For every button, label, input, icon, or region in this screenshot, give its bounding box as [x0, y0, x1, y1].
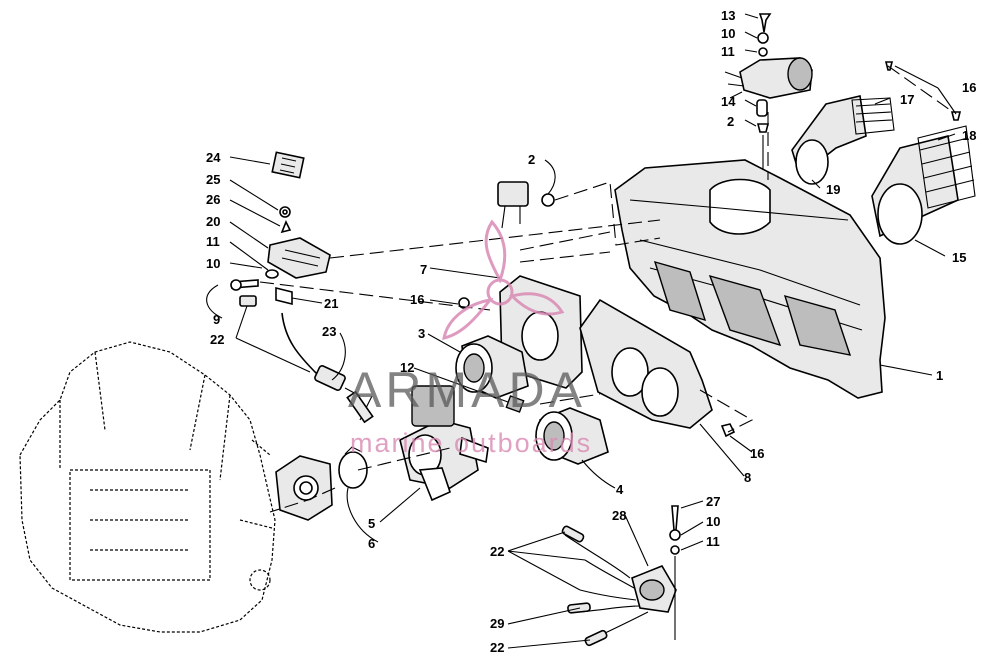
callout-9: 9 [213, 312, 220, 327]
callout-22: 22 [210, 332, 224, 347]
callout-1: 1 [936, 368, 943, 383]
callout-11c: 11 [706, 534, 720, 549]
fuel-hoses [561, 525, 649, 647]
callout-10: 10 [721, 26, 735, 41]
callout-19: 19 [826, 182, 840, 197]
solenoid [724, 13, 813, 175]
callout-5: 5 [368, 516, 375, 531]
watermark: ARMADA marine outboards [348, 219, 592, 458]
callout-16c: 16 [750, 446, 764, 461]
intake-sensor [497, 181, 555, 229]
callout-labels: 13 10 11 14 2 16 17 18 19 15 24 25 26 20… [206, 8, 976, 655]
intake-manifold [275, 455, 333, 521]
propeller-logo-icon [442, 219, 565, 340]
callout-21: 21 [324, 296, 338, 311]
callout-26: 26 [206, 192, 220, 207]
fuel-line [239, 286, 374, 424]
callout-17: 17 [900, 92, 914, 107]
callout-10c: 10 [706, 514, 720, 529]
callout-7: 7 [420, 262, 427, 277]
callout-15: 15 [952, 250, 966, 265]
callout-13: 13 [721, 8, 735, 23]
watermark-brand: ARMADA [348, 362, 586, 418]
callout-2b: 2 [528, 152, 535, 167]
callout-10b: 10 [206, 256, 220, 271]
callout-8: 8 [744, 470, 751, 485]
callout-23: 23 [322, 324, 336, 339]
intake-boot-4 [535, 407, 609, 465]
leader-lines [206, 13, 957, 649]
small-parts [458, 297, 736, 438]
callout-16: 16 [962, 80, 976, 95]
assembly-lines [259, 65, 951, 513]
callout-11: 11 [721, 44, 735, 59]
callout-24: 24 [206, 150, 221, 165]
callout-4: 4 [616, 482, 624, 497]
airbox-housing [614, 159, 886, 399]
screen-mesh-17 [851, 97, 895, 135]
intake-boot-3 [455, 335, 529, 399]
screen-mesh-18 [917, 125, 976, 209]
callout-16b: 16 [410, 292, 424, 307]
carburetor [399, 385, 489, 502]
clamp [338, 446, 368, 489]
callout-28: 28 [612, 508, 626, 523]
callout-2: 2 [727, 114, 734, 129]
watermark-tagline: marine outboards [350, 428, 592, 458]
adapter-plate-8 [579, 298, 713, 429]
callout-3: 3 [418, 326, 425, 341]
callout-25: 25 [206, 172, 220, 187]
fuel-pump [631, 505, 681, 640]
callout-27: 27 [706, 494, 720, 509]
callout-12: 12 [400, 360, 414, 375]
callout-29: 29 [490, 616, 504, 631]
callout-11b: 11 [206, 234, 220, 249]
callout-22c: 22 [490, 640, 504, 655]
engine-block [19, 341, 276, 633]
callout-20: 20 [206, 214, 220, 229]
mounting-bracket [230, 151, 331, 291]
callout-14: 14 [721, 94, 736, 109]
intake-bells [791, 61, 976, 245]
callout-6: 6 [368, 536, 375, 551]
callout-18: 18 [962, 128, 976, 143]
callout-22b: 22 [490, 544, 504, 559]
